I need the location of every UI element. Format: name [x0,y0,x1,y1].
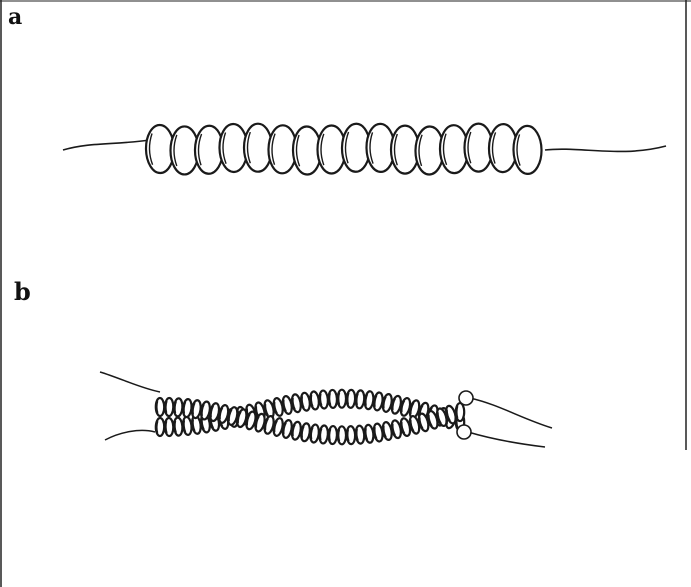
left-thread [63,140,150,150]
thread-lower-left [105,430,155,440]
thread-lower-right [468,432,545,447]
end-bead-lower [457,425,471,439]
thread-upper-left [100,372,160,392]
bead-row [146,124,542,175]
panel-label-a: a [8,6,22,28]
thread-upper-right [470,398,552,428]
panel-a-single-strand [63,124,666,175]
right-thread [545,146,666,151]
panel-b-twisted-strands [100,372,552,447]
panel-label-b: b [14,280,31,304]
end-bead-upper [459,391,473,405]
